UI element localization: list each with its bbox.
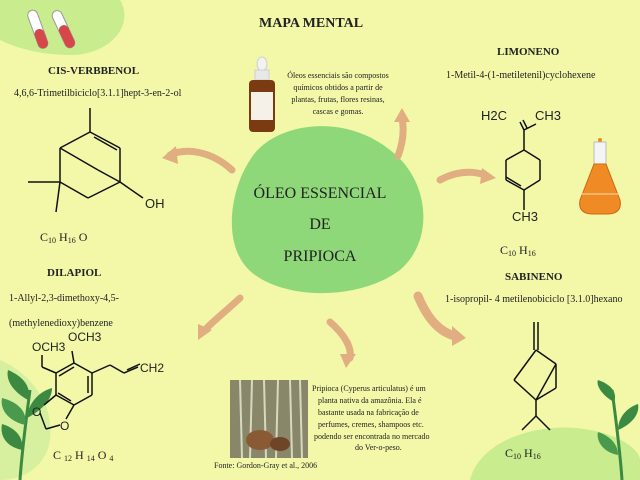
center-topic-line1: ÓLEO ESSENCIAL	[253, 185, 387, 202]
formula-h-count: 16	[527, 249, 536, 258]
dilapiol-och3-b: OCH3	[68, 330, 102, 344]
dropper-bottle-icon	[249, 56, 275, 132]
formula-c: C	[53, 448, 62, 462]
arrow-to-pripioca	[326, 318, 354, 362]
dilapiol-ch2: CH2	[140, 361, 165, 375]
arrow-to-sabineno-head	[452, 326, 466, 346]
limoneno-formula: C10 H16	[500, 243, 536, 258]
center-topic-line3: PRIPIOCA	[283, 248, 357, 265]
formula-c-count: 10	[513, 452, 522, 461]
pripioca-line5: podendo ser encontrada no mercado	[314, 432, 430, 441]
flask-icon	[579, 138, 621, 215]
cis-verbenol-structure	[28, 108, 144, 213]
arrow-to-intro-head	[394, 108, 410, 122]
arrow-to-limoneno-head	[480, 168, 496, 184]
arrow-to-cis-verbenol-head	[162, 146, 178, 164]
leaf-decoration-right	[597, 380, 639, 480]
formula-o-count: 4	[109, 454, 114, 463]
leaf-decoration-left	[1, 370, 52, 480]
formula-c: C	[500, 243, 509, 257]
arrow-to-pripioca-head	[340, 354, 356, 368]
formula-c: C	[40, 230, 49, 244]
intro-line2: químicos obtidos a partir de	[293, 83, 383, 92]
pripioca-source: Fonte: Gordon-Gray et al., 2006	[214, 461, 318, 470]
intro-line4: cascas e gomas.	[312, 107, 364, 116]
formula-c-count: 10	[48, 236, 57, 245]
limoneno-iupac: 1-Metil-4-(1-metiletenil)cyclohexene	[446, 70, 596, 81]
arrow-to-dilapiol-head	[198, 324, 212, 340]
pripioca-line3: bastante usada na fabricação de	[318, 408, 419, 417]
limoneno-structure	[505, 119, 541, 210]
test-tubes-icon	[27, 9, 76, 49]
formula-h-count: 16	[532, 452, 541, 461]
dilapiol-o-a: O	[32, 405, 42, 419]
arrow-to-cis-verbenol	[166, 147, 236, 174]
pripioca-line1: Pripioca (Cyperus articulatus) é um	[312, 384, 426, 393]
formula-o: O	[97, 448, 107, 462]
formula-c-count: 12	[64, 454, 73, 463]
pripioca-line4: perfumes, cremes, shampoos etc.	[318, 420, 424, 429]
pripioca-plant-photo	[230, 380, 308, 458]
arrow-to-sabineno	[413, 291, 460, 341]
dilapiol-structure	[39, 350, 141, 430]
arrow-to-intro	[394, 114, 407, 160]
dilapiol-o-b: O	[60, 419, 70, 433]
formula-h: H	[524, 446, 533, 460]
sabineno-heading: SABINENO	[505, 271, 563, 283]
intro-line1: Óleos essenciais são compostos	[287, 71, 389, 80]
arrow-to-limoneno	[436, 168, 489, 184]
dilapiol-heading: DILAPIOL	[47, 267, 102, 279]
formula-o: O	[78, 230, 88, 244]
center-blob	[231, 126, 424, 294]
formula-c-count: 10	[508, 249, 517, 258]
formula-h: H	[75, 448, 84, 462]
formula-h: H	[519, 243, 528, 257]
cis-verbenol-iupac: 4,6,6-Trimetilbiciclo[3.1.1]hept-3-en-2-…	[14, 88, 182, 99]
formula-c: C	[505, 446, 514, 460]
page-title: MAPA MENTAL	[259, 16, 364, 31]
limoneno-ch3-top: CH3	[535, 108, 562, 123]
intro-line3: plantas, frutas, flores resinas,	[291, 95, 385, 104]
formula-h: H	[59, 230, 68, 244]
limoneno-heading: LIMONENO	[497, 46, 560, 58]
dilapiol-och3-a: OCH3	[32, 340, 66, 354]
dilapiol-iupac-line2: (methylenedioxy)benzene	[9, 318, 113, 329]
pripioca-line2: planta nativa da amazônia. Ela é	[318, 396, 422, 405]
sabineno-formula: C10 H16	[505, 446, 541, 461]
center-topic-line2: DE	[309, 216, 331, 233]
cis-verbenol-oh: OH	[145, 196, 165, 211]
sabineno-structure	[513, 322, 557, 431]
formula-h-count: 14	[86, 454, 95, 463]
formula-h-count: 16	[67, 236, 76, 245]
dilapiol-iupac-line1: 1-Allyl-2,3-dimethoxy-4,5-	[9, 293, 119, 304]
limoneno-h2c: H2C	[481, 108, 508, 123]
pripioca-line6: do Ver-o-peso.	[355, 443, 402, 452]
limoneno-ch3-bottom: CH3	[512, 209, 539, 224]
sabineno-iupac: 1-isopropil- 4 metilenobiciclo [3.1.0]he…	[445, 294, 623, 305]
cis-verbenol-heading: CIS-VERBBENOL	[48, 65, 140, 77]
bottom-right-green-blob	[470, 427, 640, 480]
cis-verbenol-formula: C10 H16 O	[40, 230, 87, 245]
dilapiol-formula: C 12 H 14 O 4	[53, 448, 113, 463]
arrow-to-dilapiol	[201, 294, 244, 334]
